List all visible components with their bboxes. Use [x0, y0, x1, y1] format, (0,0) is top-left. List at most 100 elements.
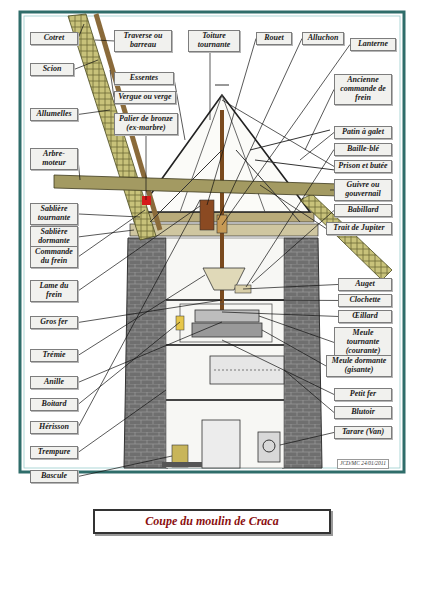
- leader-line: [74, 60, 98, 69]
- part-name: Traverse ou barreau: [117, 32, 169, 50]
- leader-line: [260, 185, 326, 228]
- part-label-box: Ancienne commande de frein: [334, 74, 392, 105]
- leader-line: [280, 432, 334, 445]
- part-label-box: Sablière dormante: [30, 226, 78, 248]
- part-label-box: Cotret: [30, 32, 78, 45]
- part-label-box: Allumelles: [30, 108, 78, 121]
- caption-text: Coupe du moulin de Craca: [145, 514, 278, 528]
- part-name: Tarare (Van): [337, 428, 389, 437]
- part-name: Auget: [341, 280, 389, 289]
- part-label-box: Commande du frein: [30, 246, 78, 268]
- part-name: Clochette: [341, 296, 389, 305]
- leader-line: [250, 300, 338, 301]
- part-label-box: Œillard: [338, 310, 392, 323]
- part-name: Ancienne commande de frein: [337, 76, 389, 103]
- signature: JCD/MC 24/01/2011: [337, 459, 389, 469]
- leader-line: [218, 38, 302, 220]
- part-label-box: Guivre ou gouvernail: [334, 179, 392, 201]
- leader-line: [78, 110, 110, 114]
- part-name: Patin à galet: [337, 128, 389, 137]
- part-name: Petit fer: [337, 390, 389, 399]
- part-label-box: Prison et butée: [334, 160, 392, 173]
- leader-line: [246, 149, 334, 287]
- part-name: Babillard: [337, 206, 389, 215]
- leader-line: [222, 312, 338, 316]
- leader-line: [210, 52, 211, 120]
- part-label-box: Boitard: [30, 398, 78, 411]
- leader-line: [222, 100, 334, 166]
- part-name: Essentes: [117, 74, 171, 83]
- part-label-box: Bascule: [30, 470, 78, 483]
- leader-line: [78, 214, 140, 217]
- part-name: Meule tournante (courante): [337, 329, 389, 356]
- part-name: Arbre-moteur: [33, 150, 75, 168]
- part-label-box: Gros fer: [30, 316, 78, 329]
- leader-line: [78, 206, 200, 291]
- part-label-box: Tarare (Van): [334, 426, 392, 439]
- part-label-box: Blutoir: [334, 406, 392, 419]
- part-label-box: Patin à galet: [334, 126, 392, 139]
- part-name: Œillard: [341, 312, 389, 321]
- leader-line: [78, 390, 166, 452]
- leader-line: [305, 89, 334, 150]
- part-name: Guivre ou gouvernail: [337, 181, 389, 199]
- part-label-box: Arbre-moteur: [30, 148, 78, 170]
- part-label-box: Anille: [30, 376, 78, 389]
- caption-frame: Coupe du moulin de Craca: [93, 509, 331, 534]
- part-name: Gros fer: [33, 318, 75, 327]
- part-label-box: Traverse ou barreau: [114, 30, 172, 52]
- part-label-box: Trémie: [30, 349, 78, 362]
- part-label-box: Clochette: [338, 294, 392, 307]
- part-label-box: Baille-blé: [334, 143, 392, 156]
- leader-line: [300, 132, 334, 160]
- leader-line: [95, 40, 114, 42]
- part-name: Trempure: [33, 448, 75, 457]
- part-label-box: Trempure: [30, 446, 78, 459]
- leader-line: [259, 316, 334, 342]
- part-name: Meule dormante (gisante): [329, 357, 389, 375]
- part-name: Blutoir: [337, 408, 389, 417]
- part-name: Vergue ou verge: [117, 93, 173, 102]
- part-label-box: Essentes: [114, 72, 174, 85]
- part-label-box: Meule tournante (courante): [334, 327, 392, 358]
- leader-line: [78, 200, 200, 427]
- leader-line: [78, 456, 172, 476]
- part-label-box: Toiture tournante: [188, 30, 240, 52]
- leader-line: [78, 322, 222, 382]
- part-name: Scion: [33, 65, 71, 74]
- part-name: Rouet: [259, 34, 289, 43]
- part-label-box: Meule dormante (gisante): [326, 355, 392, 377]
- leader-line: [252, 210, 334, 283]
- leader-line: [243, 284, 338, 289]
- leader-line: [146, 135, 147, 200]
- leader-line: [78, 230, 134, 237]
- part-label-box: Alluchon: [302, 32, 344, 45]
- part-name: Cotret: [33, 34, 75, 43]
- part-label-box: Hérisson: [30, 421, 78, 434]
- part-name: Sablière dormante: [33, 228, 75, 246]
- part-label-box: Lanterne: [350, 38, 396, 51]
- part-name: Alluchon: [305, 34, 341, 43]
- part-label-box: Petit fer: [334, 388, 392, 401]
- leader-line: [222, 44, 350, 225]
- part-name: Hérisson: [33, 423, 75, 432]
- part-label-box: Palier de bronze (ex-marbre): [114, 113, 178, 135]
- leader-line: [222, 340, 334, 394]
- part-name: Trait de Jupiter: [329, 224, 389, 233]
- part-label-box: Scion: [30, 63, 74, 76]
- part-name: Allumelles: [33, 110, 75, 119]
- part-name: Lame du frein: [33, 282, 75, 300]
- part-name: Baille-blé: [337, 145, 389, 154]
- part-label-box: Trait de Jupiter: [326, 222, 392, 235]
- signature-text: JCD/MC 24/01/2011: [340, 460, 386, 466]
- part-name: Palier de bronze (ex-marbre): [117, 115, 175, 133]
- leader-line: [207, 38, 256, 205]
- part-name: Boitard: [33, 400, 75, 409]
- leader-line: [78, 210, 145, 257]
- part-name: Trémie: [33, 351, 75, 360]
- part-name: Sablière tournante: [33, 205, 75, 223]
- leader-line: [78, 322, 180, 404]
- leader-line: [78, 24, 84, 38]
- leader-line: [262, 330, 326, 366]
